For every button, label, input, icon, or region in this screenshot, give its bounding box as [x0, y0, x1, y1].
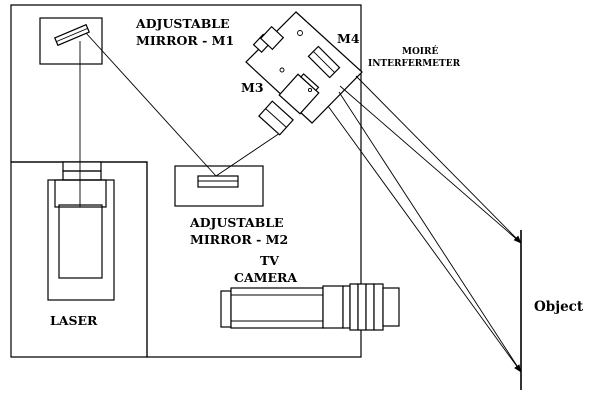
output-beams: [327, 75, 522, 373]
adjustable-mirror-m2: [174, 165, 264, 207]
mirror-m2-label: ADJUSTABLE MIRROR - M2: [189, 215, 288, 247]
m4-label: M4: [337, 31, 360, 46]
interferometer-label: MOIRÉ INTERFERMETER: [368, 45, 461, 69]
m3-label: M3: [241, 80, 264, 95]
tv-camera: [220, 283, 400, 331]
interferometer-side-port: [252, 25, 285, 54]
interferometer-lens-tube: [258, 100, 294, 136]
moire-interferometer: [245, 11, 363, 136]
adjustable-mirror-m1: [39, 17, 103, 65]
laser-beam-paths: [79, 32, 281, 177]
camera-label: TV CAMERA: [234, 253, 297, 285]
mirror-m1-label: ADJUSTABLE MIRROR - M1: [135, 16, 234, 48]
laser-label: LASER: [50, 313, 98, 328]
mirror-m3: [278, 73, 320, 115]
mirror-m4: [307, 45, 341, 79]
laser-enclosure: [10, 161, 148, 358]
object-label: Object: [534, 299, 584, 315]
